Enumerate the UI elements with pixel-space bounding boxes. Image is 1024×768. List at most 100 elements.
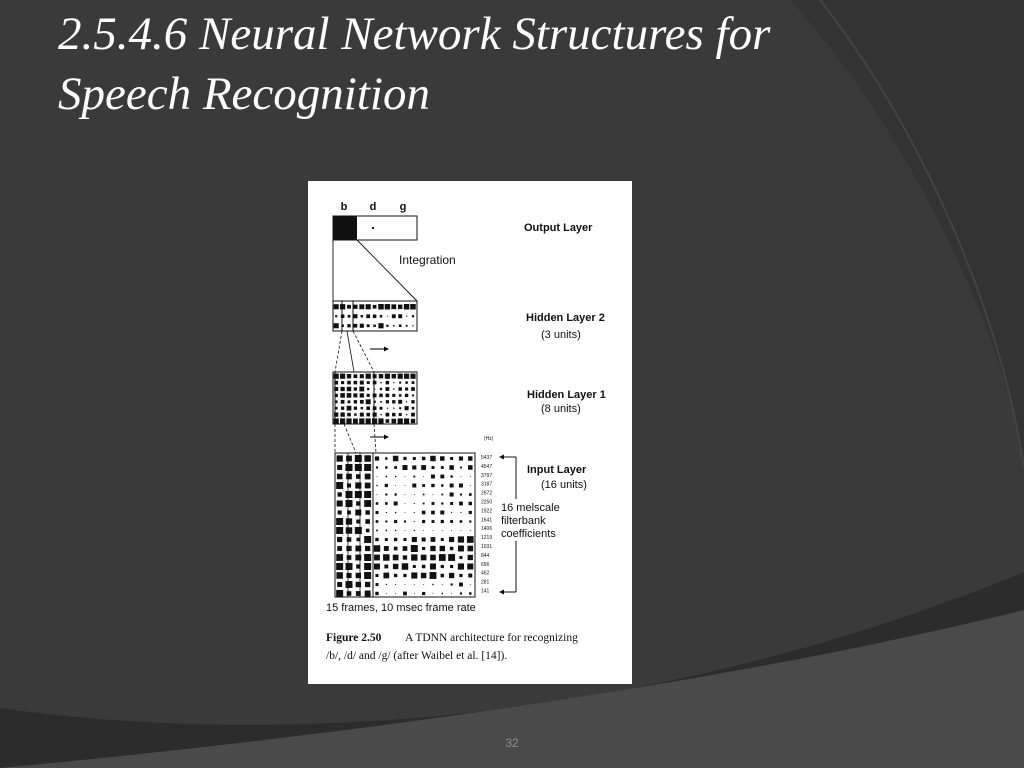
activation-cell [385,583,387,586]
activation-cell [392,455,399,462]
activation-cell [449,465,454,470]
activation-cell [345,527,353,534]
activation-cell [441,530,443,531]
activation-cell [391,418,397,424]
hl2-hl1-line-1 [334,330,343,373]
activation-cell [468,465,473,470]
activation-cell [451,511,453,514]
activation-cell [365,581,371,588]
activation-cell [336,527,344,534]
activation-cell [385,387,390,391]
activation-cell [448,572,455,579]
activation-cell [469,584,471,585]
activation-cell [346,455,352,462]
activation-cell [398,394,402,397]
activation-cell [386,324,389,327]
activation-cell [379,387,383,391]
activation-cell [347,324,351,328]
activation-cell [354,491,362,498]
activation-cell [398,399,403,404]
activation-cell [394,529,397,532]
activation-cell [450,564,454,569]
activation-cell [385,511,387,514]
activation-cell [410,545,418,552]
activation-cell [334,393,338,398]
activation-cell [345,563,353,570]
activation-cell [376,494,378,495]
activation-cell [385,419,390,423]
activation-cell [458,483,463,488]
activation-cell [393,546,398,551]
activation-cell [459,555,463,560]
activation-cell [403,591,407,596]
activation-cell [405,413,408,416]
hl2-hl1-line-2 [352,330,375,373]
activation-cell [376,529,378,532]
integration-line-right [356,239,418,302]
activation-cell [421,510,426,515]
activation-cell [352,418,358,424]
hl2-hl1-arrowhead [384,346,389,352]
activation-cell [345,518,353,525]
activation-cell [374,456,380,461]
activation-cell [440,466,444,469]
frequency-label: 5437 [481,455,492,461]
activation-cell [391,373,397,379]
activation-cell [375,466,379,469]
hl2-hl1-line-3 [346,330,355,373]
activation-cell [441,493,444,496]
activation-cell [353,304,358,309]
activation-cell [432,494,434,495]
activation-cell [412,456,416,461]
activation-cell [359,393,364,398]
activation-cell [372,304,377,309]
activation-cell [375,591,379,596]
activation-cell [450,502,454,505]
activation-cell [469,476,471,477]
activation-cell [386,407,389,409]
activation-cell [376,476,378,477]
activation-cell [346,405,352,411]
slide-title: 2.5.4.6 Neural Network Structures for Sp… [58,4,1008,124]
activation-cell [372,406,377,411]
activation-cell [340,418,346,424]
activation-cell [441,502,444,505]
activation-cell [373,388,376,390]
activation-cell [359,380,364,385]
activation-cell [366,393,370,397]
activation-cell [347,304,351,309]
activation-cell [366,412,371,417]
activation-cell [354,413,357,416]
activation-cell [413,584,415,585]
activation-cell [372,412,377,417]
activation-cell [451,530,453,531]
activation-cell [346,572,352,579]
activation-cell [466,536,474,543]
activation-cell [411,381,415,384]
activation-cell [458,456,464,461]
output-class-d: d [370,201,377,213]
activation-cell [364,590,371,597]
activation-cell [355,554,362,561]
activation-cell [346,374,352,379]
activation-cell [373,545,381,552]
activation-cell [355,581,362,588]
activation-cell [359,412,364,417]
activation-cell [336,473,343,480]
activation-cell [469,520,472,523]
activation-cell [403,537,407,542]
activation-cell [404,485,406,486]
activation-cell [385,457,388,460]
activation-cell [411,387,415,391]
activation-cell [354,527,362,534]
activation-cell [394,511,397,514]
activation-cell [359,374,364,379]
activation-cell [365,545,371,552]
activation-cell [359,399,364,404]
activation-cell [378,373,384,379]
activation-cell [373,324,376,327]
activation-cell [346,537,352,542]
activation-cell [411,315,415,318]
activation-cell [336,563,344,570]
activation-cell [449,492,454,497]
